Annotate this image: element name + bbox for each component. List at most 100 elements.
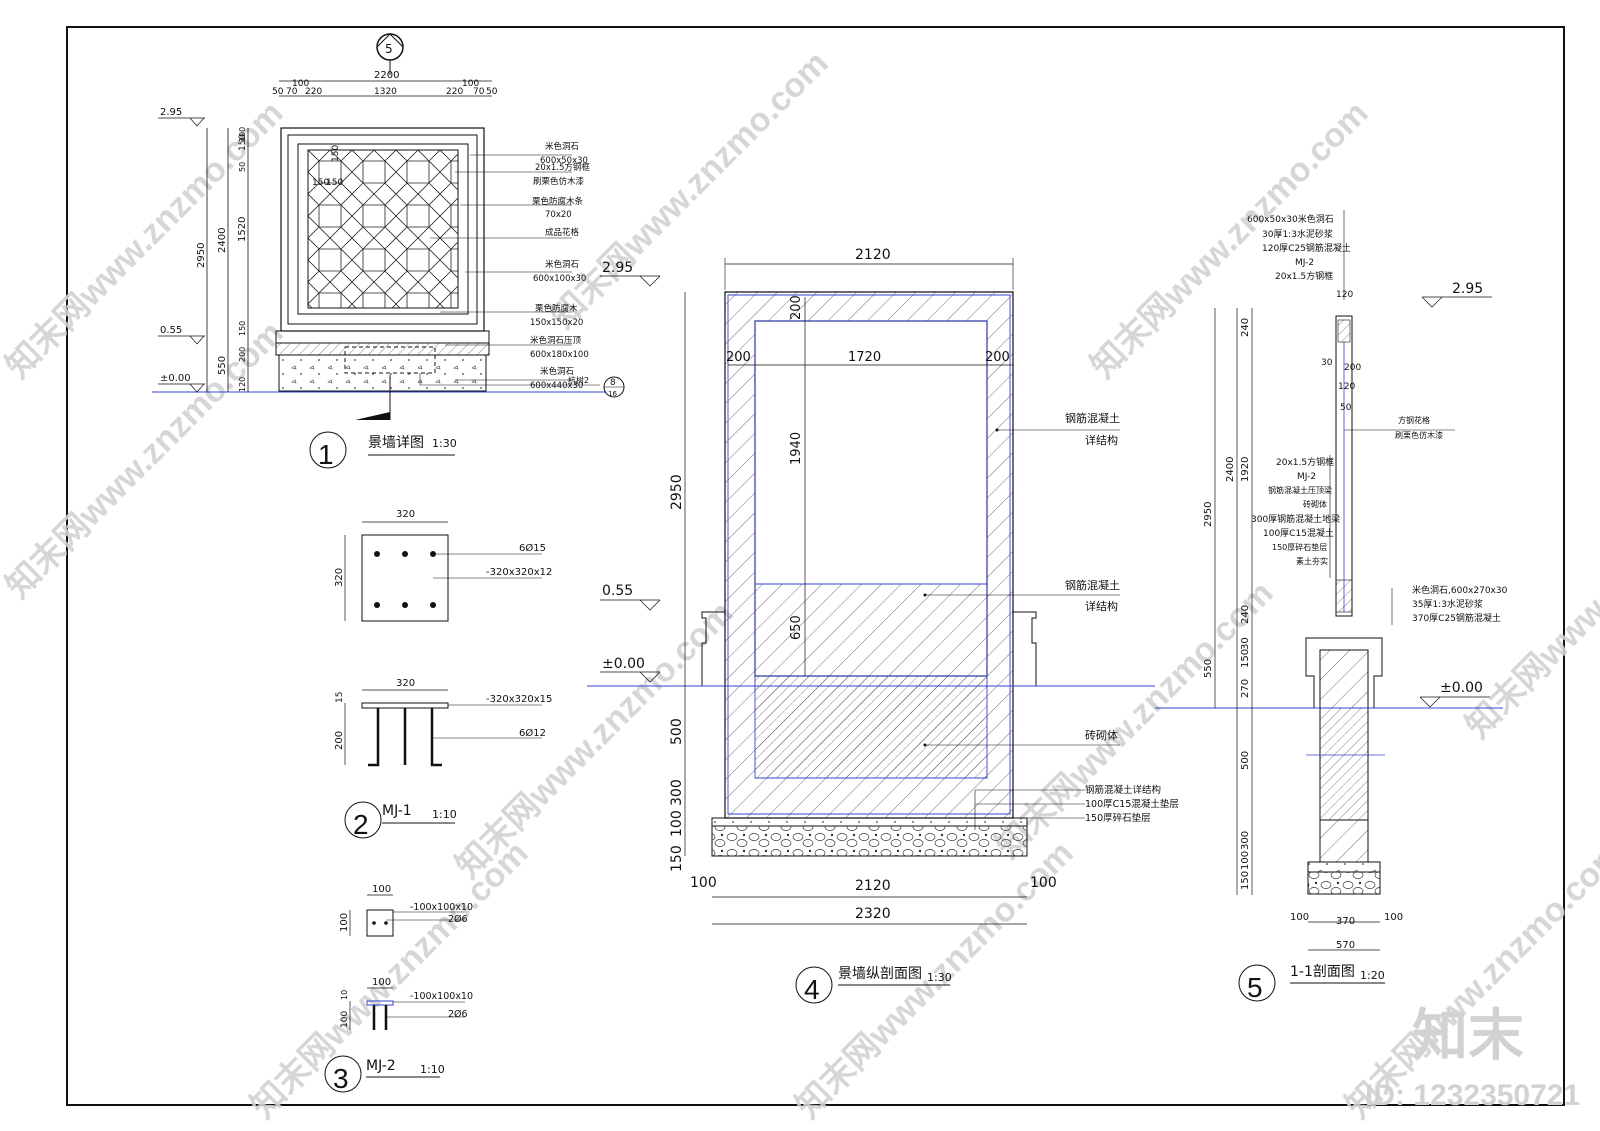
svg-text:8: 8 <box>610 378 616 388</box>
svg-text:-100x100x10: -100x100x10 <box>410 991 473 1002</box>
svg-text:钢筋混凝土详结构: 钢筋混凝土详结构 <box>1085 784 1161 796</box>
svg-text:米色洞石,600x270x30: 米色洞石,600x270x30 <box>1412 584 1508 596</box>
detail-4-section: 2120 200 1720 200 200 1940 650 2950 500 … <box>587 247 1179 1005</box>
svg-text:1:10: 1:10 <box>432 808 457 821</box>
svg-text:100厚C15混凝土: 100厚C15混凝土 <box>1263 527 1334 539</box>
svg-text:100: 100 <box>340 1011 350 1028</box>
svg-text:50: 50 <box>272 87 284 97</box>
svg-text:500: 500 <box>669 718 685 745</box>
svg-text:650: 650 <box>789 615 804 640</box>
svg-text:550: 550 <box>1203 659 1214 678</box>
svg-text:2950: 2950 <box>1203 502 1214 527</box>
svg-text:150厚碎石垫层: 150厚碎石垫层 <box>1085 812 1151 824</box>
svg-text:2.95: 2.95 <box>602 260 633 276</box>
title-d1: 景墙详图 <box>368 435 424 451</box>
svg-text:3: 3 <box>333 1063 349 1094</box>
svg-text:2950: 2950 <box>196 243 207 268</box>
svg-text:100: 100 <box>372 884 391 895</box>
logo-zhimo: 知末 <box>1412 1004 1524 1067</box>
svg-text:栗色防腐木条: 栗色防腐木条 <box>532 196 584 207</box>
material-notes-d4: 钢筋混凝土详结构 钢筋混凝土详结构 砖砌体 钢筋混凝土详结构 100厚C15混凝… <box>923 411 1179 830</box>
svg-text:钢筋混凝土: 钢筋混凝土 <box>1065 411 1120 425</box>
image-id: ID: 1232350721 <box>1365 1079 1580 1112</box>
svg-text:2: 2 <box>353 809 369 840</box>
detail-2-mj1: 320 320 6Ø15 -320x320x12 320 15 200 -320… <box>334 509 552 840</box>
svg-text:6Ø12: 6Ø12 <box>519 727 546 739</box>
svg-text:300厚钢筋混凝土地梁: 300厚钢筋混凝土地梁 <box>1251 513 1340 525</box>
svg-text:570: 570 <box>1336 940 1355 951</box>
svg-text:杭树2: 杭树2 <box>568 375 589 385</box>
svg-text:5: 5 <box>1247 972 1263 1003</box>
svg-text:钢筋混凝土: 钢筋混凝土 <box>1065 578 1120 592</box>
svg-text:100: 100 <box>339 913 350 932</box>
svg-text:50: 50 <box>1340 403 1352 413</box>
svg-text:砖砌体: 砖砌体 <box>1303 499 1327 509</box>
svg-text:2320: 2320 <box>855 906 891 922</box>
svg-text:150: 150 <box>238 321 247 336</box>
svg-text:MJ-2: MJ-2 <box>1295 258 1314 268</box>
svg-text:200: 200 <box>238 347 247 362</box>
dim-subdivisions: 50 70 100 220 1320 220 100 70 50 <box>272 79 498 97</box>
svg-text:270: 270 <box>1240 679 1251 698</box>
detail-5-section: 2950 2400 240 1920 240 550 30 150 270 50… <box>1155 210 1508 1003</box>
title-d4: 景墙纵剖面图 <box>838 966 922 982</box>
svg-text:20x1.5方钢框: 20x1.5方钢框 <box>1276 456 1334 468</box>
svg-text:600x180x100: 600x180x100 <box>530 350 589 360</box>
svg-text:370厚C25钢筋混凝土: 370厚C25钢筋混凝土 <box>1412 612 1501 624</box>
svg-text:米色洞石: 米色洞石 <box>540 366 574 377</box>
svg-text:150x150x20: 150x150x20 <box>530 318 583 328</box>
svg-text:120: 120 <box>1336 290 1353 300</box>
svg-text:2Ø6: 2Ø6 <box>448 914 468 925</box>
material-notes-d5-top: 600x50x30米色洞石 30厚1:3水泥砂浆 120厚C25钢筋混凝土 MJ… <box>1247 210 1351 300</box>
svg-text:30厚1:3水泥砂浆: 30厚1:3水泥砂浆 <box>1262 228 1333 240</box>
svg-text:方钢花格: 方钢花格 <box>1398 415 1430 425</box>
svg-text:220: 220 <box>305 87 322 97</box>
svg-text:2120: 2120 <box>855 247 891 263</box>
svg-text:70: 70 <box>473 87 485 97</box>
svg-text:150: 150 <box>1240 871 1251 890</box>
svg-text:详结构: 详结构 <box>1085 599 1118 613</box>
svg-text:2400: 2400 <box>217 228 228 253</box>
svg-text:2950: 2950 <box>669 474 685 510</box>
svg-text:300: 300 <box>1240 831 1251 850</box>
svg-text:-320x320x15: -320x320x15 <box>486 694 552 705</box>
svg-text:米色洞石: 米色洞石 <box>545 259 579 270</box>
svg-text:1:20: 1:20 <box>1360 969 1385 982</box>
svg-text:150: 150 <box>669 845 685 872</box>
svg-text:0.55: 0.55 <box>160 325 182 336</box>
svg-text:15: 15 <box>335 692 345 703</box>
svg-text:100: 100 <box>1030 875 1057 891</box>
svg-text:100: 100 <box>1384 912 1403 923</box>
svg-text:1940: 1940 <box>789 432 804 465</box>
svg-text:200: 200 <box>789 295 804 320</box>
svg-text:100: 100 <box>690 875 717 891</box>
svg-text:0.55: 0.55 <box>602 583 633 599</box>
svg-text:米色洞石压顶: 米色洞石压顶 <box>530 335 582 346</box>
title-d5: 1-1剖面图 <box>1290 964 1355 980</box>
svg-text:1: 1 <box>318 439 334 470</box>
svg-text:砖砌体: 砖砌体 <box>1085 728 1118 742</box>
sheet-border <box>66 26 1565 1106</box>
svg-text:600x50x30: 600x50x30 <box>540 156 588 166</box>
svg-text:±0.00: ±0.00 <box>1440 680 1483 696</box>
detail-3-mj2: 100 100 -100x100x10 2Ø6 100 10 100 -100x… <box>324 884 473 1094</box>
svg-text:150: 150 <box>1240 649 1251 668</box>
svg-text:100: 100 <box>1290 912 1309 923</box>
svg-text:1:30: 1:30 <box>432 437 457 450</box>
svg-text:120厚C25钢筋混凝土: 120厚C25钢筋混凝土 <box>1262 242 1351 254</box>
svg-text:16: 16 <box>608 390 617 398</box>
svg-text:320: 320 <box>396 678 415 689</box>
svg-text:栗色防腐木: 栗色防腐木 <box>535 303 578 314</box>
svg-text:30: 30 <box>1321 358 1333 368</box>
svg-text:100: 100 <box>1240 851 1251 870</box>
svg-text:550: 550 <box>217 356 228 375</box>
svg-text:100厚C15混凝土垫层: 100厚C15混凝土垫层 <box>1085 798 1179 810</box>
svg-text:20x1.5方钢框: 20x1.5方钢框 <box>1275 270 1333 282</box>
svg-text:150: 150 <box>326 178 343 188</box>
level-marks-d5: 2.95 ±0.00 <box>1419 281 1492 708</box>
svg-text:240: 240 <box>1240 318 1251 337</box>
svg-text:240: 240 <box>1240 605 1251 624</box>
svg-text:1520: 1520 <box>237 217 248 242</box>
svg-text:220: 220 <box>446 87 463 97</box>
